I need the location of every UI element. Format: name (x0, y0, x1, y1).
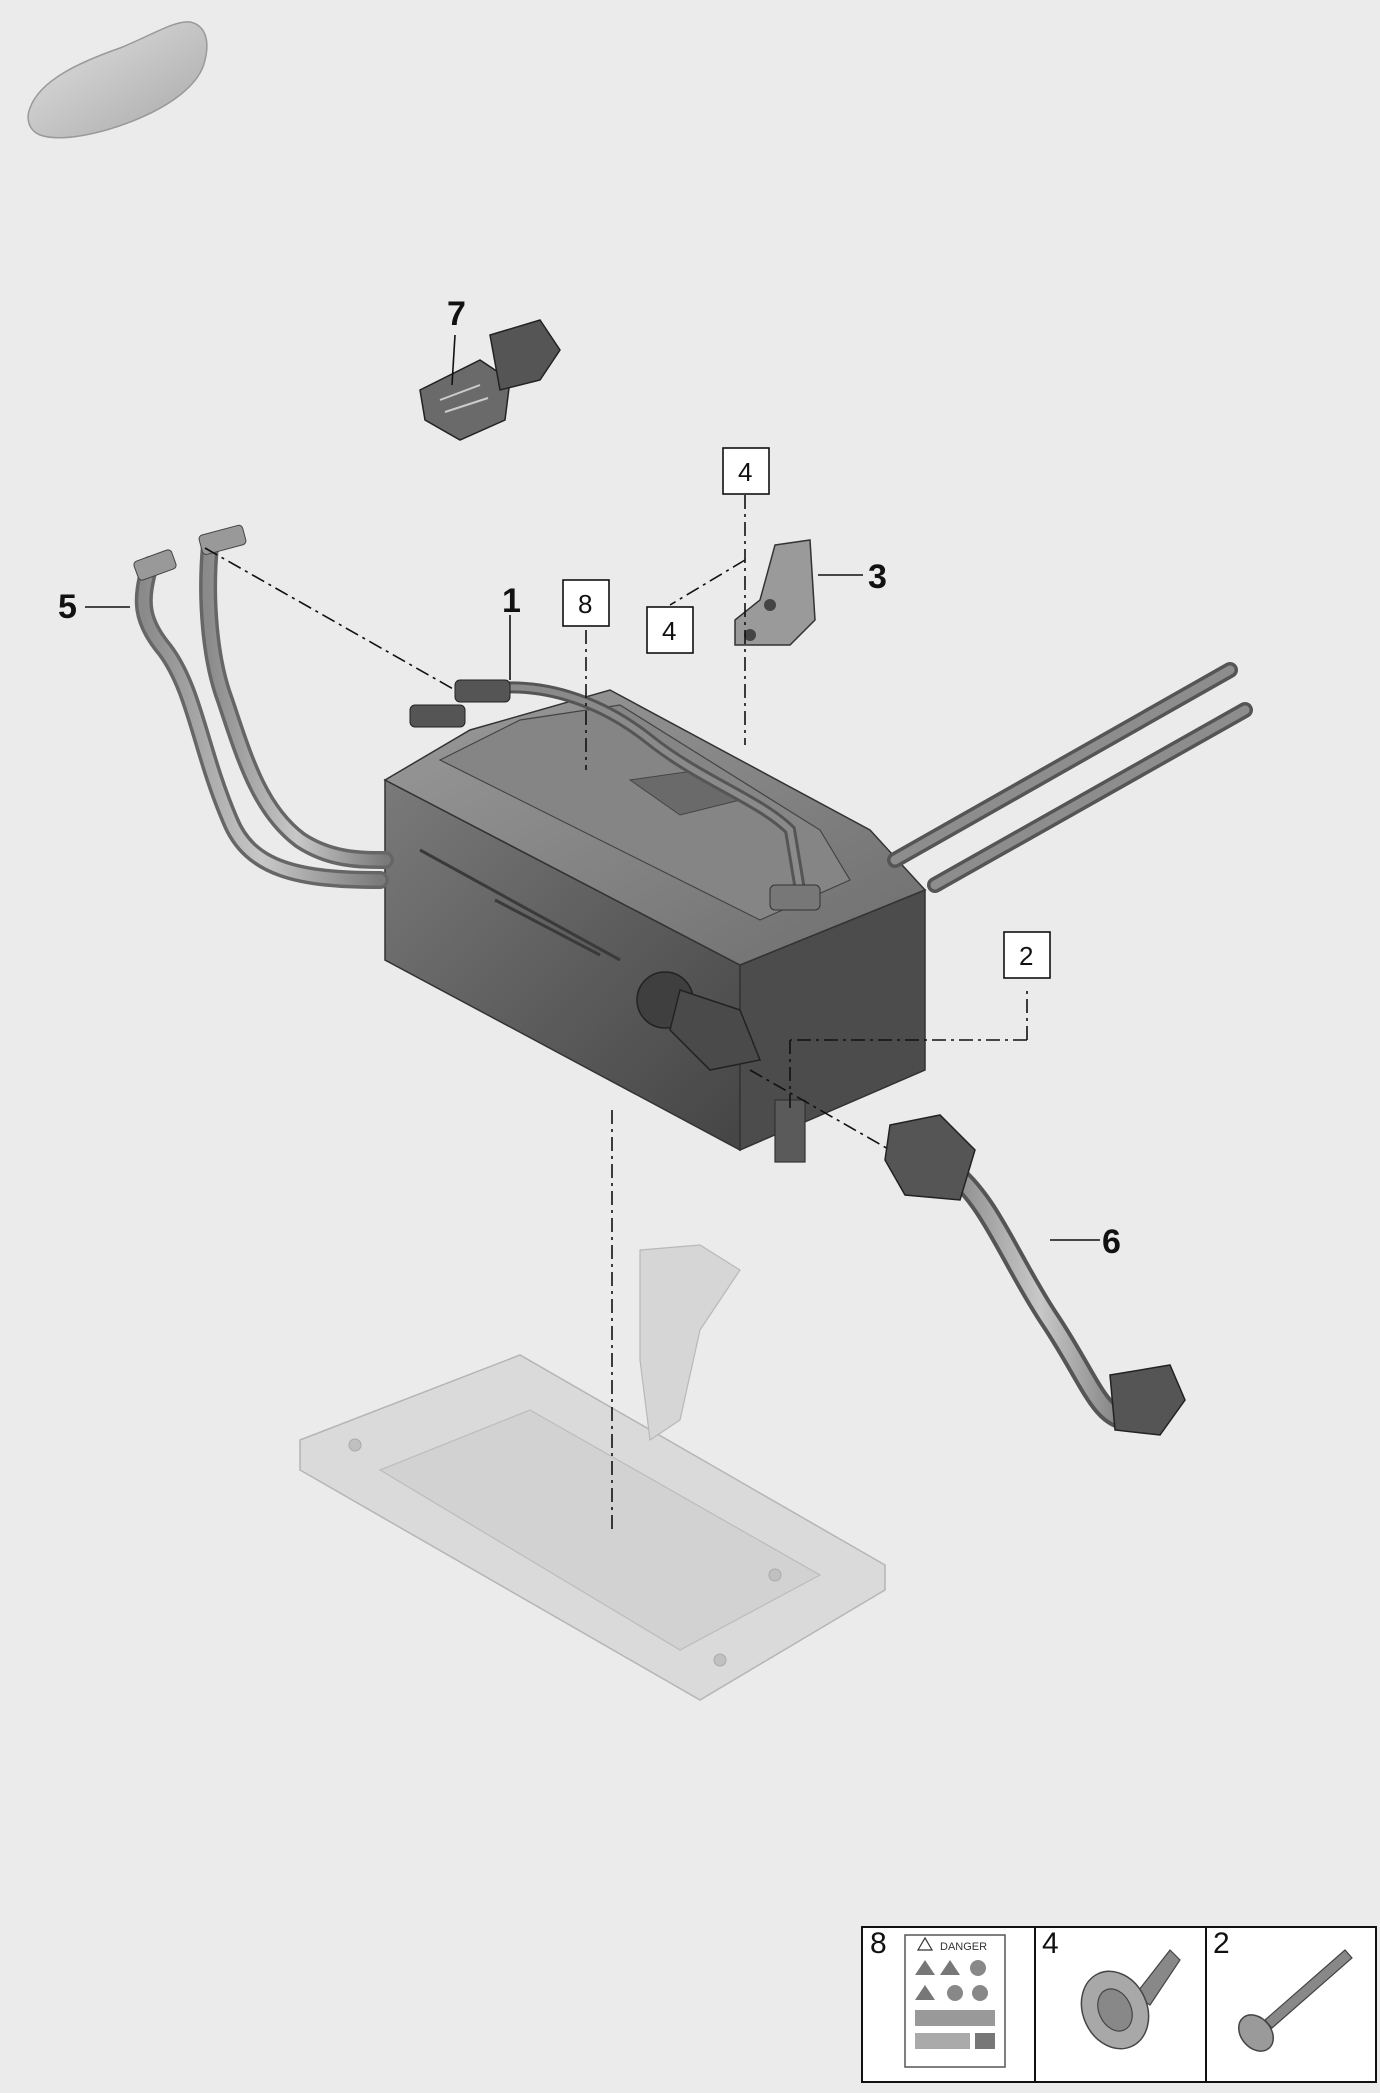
callout-leaders (85, 334, 1100, 1241)
coolant-hoses (133, 524, 394, 889)
mounting-bracket (734, 539, 816, 646)
legend-item-4: 4 (1042, 1927, 1181, 2050)
callout-7: 7 (447, 295, 466, 333)
box-8-label: 8 (578, 589, 592, 619)
legend-item-8: 8 DANGER (870, 1927, 1006, 2068)
assembly-lines (204, 495, 1028, 1530)
top-harness (409, 679, 821, 911)
legend-item-2: 2 (1213, 1927, 1353, 2052)
callout-1: 1 (502, 582, 521, 620)
boxed-callout-4-mid: 4 (646, 606, 694, 654)
coolant-lines-right (887, 662, 1253, 893)
legend-8-label-text: DANGER (940, 1941, 987, 1953)
boxed-callout-4-top: 4 (722, 447, 770, 495)
box-2-label: 2 (1019, 941, 1033, 971)
charging-cable (884, 1114, 1186, 1436)
legend-8-number: 8 (870, 1927, 887, 1960)
legend-4-number: 4 (1042, 1927, 1059, 1960)
callout-6: 6 (1102, 1223, 1121, 1261)
main-unit (383, 689, 927, 1163)
boxed-callout-8: 8 (562, 579, 610, 627)
plug-connector (419, 319, 561, 441)
parts-legend: 8 DANGER 4 (861, 1926, 1377, 2083)
long-bolt-icon (1238, 1949, 1353, 2052)
callout-3: 3 (868, 558, 887, 596)
flange-screw-icon (1080, 1949, 1181, 2050)
warning-label-icon: DANGER (904, 1934, 1006, 2068)
callout-5: 5 (58, 588, 77, 626)
box-4-mid-label: 4 (662, 616, 676, 646)
boxed-callout-2: 2 (1003, 931, 1051, 979)
box-4-top-label: 4 (738, 457, 752, 487)
vehicle-thumbnail-icon (27, 21, 208, 139)
legend-2-number: 2 (1213, 1927, 1230, 1960)
mounting-tray (299, 1244, 886, 1701)
